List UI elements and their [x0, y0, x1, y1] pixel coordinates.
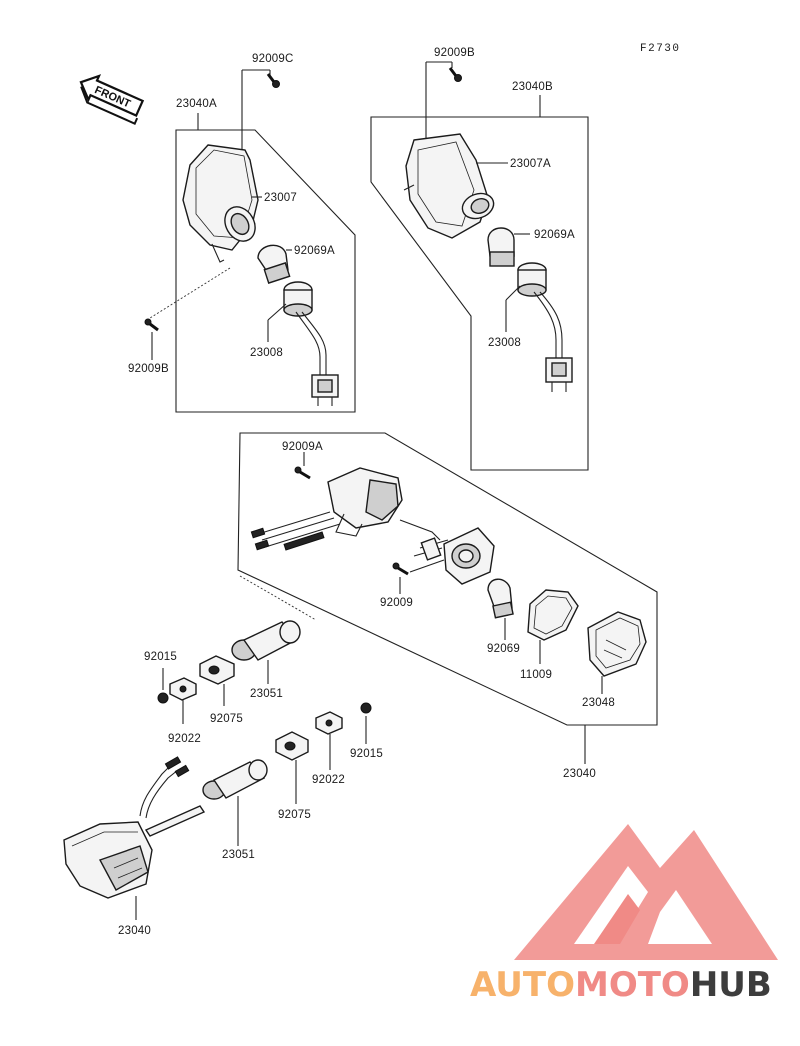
damper-23051-upper — [231, 620, 301, 661]
housing-23007A — [403, 133, 495, 239]
figure-code: F2730 — [640, 43, 681, 55]
watermark-auto: AUTO — [470, 965, 575, 1005]
washer-92022-right — [315, 711, 343, 735]
part-label-23040-group: 23040 — [563, 768, 596, 780]
bulb-92069A-right — [487, 227, 515, 267]
socket-23008-left — [283, 281, 339, 406]
part-label-92015-right: 92015 — [350, 748, 383, 760]
part-label-92069: 92069 — [487, 643, 520, 655]
screw-92009A — [294, 466, 311, 480]
watermark-moto: MOTO — [575, 965, 690, 1005]
part-label-23008-left: 23008 — [250, 347, 283, 359]
part-label-23048: 23048 — [582, 697, 615, 709]
watermark-text: AUTOMOTOHUB — [470, 965, 772, 1005]
lens-23048 — [587, 611, 647, 677]
nut-92015-left — [157, 692, 169, 704]
group-boundary-23040 — [237, 432, 658, 726]
part-label-92069A-left: 92069A — [294, 245, 335, 257]
turn-signal-assembled-23040 — [63, 756, 206, 899]
automotohub-watermark: AUTOMOTOHUB — [470, 824, 778, 1005]
part-label-23040-bottom: 23040 — [118, 925, 151, 937]
housing-23007 — [182, 144, 259, 263]
part-label-92009: 92009 — [380, 597, 413, 609]
part-label-23051-lower: 23051 — [222, 849, 255, 861]
spacer-92075-right — [275, 731, 309, 761]
part-label-92075-left: 92075 — [210, 713, 243, 725]
part-label-92022-left: 92022 — [168, 733, 201, 745]
part-label-92015-left: 92015 — [144, 651, 177, 663]
front-direction-arrow: FRONT — [79, 74, 145, 125]
part-label-92009B-left: 92009B — [128, 363, 169, 375]
nut-92015-right — [360, 702, 372, 714]
part-label-23051-upper: 23051 — [250, 688, 283, 700]
part-label-23008-right: 23008 — [488, 337, 521, 349]
screw-92009B-right — [448, 67, 462, 82]
lamp-body-23040 — [250, 467, 441, 551]
spacer-92075-left — [199, 655, 235, 685]
group-boundary-23040B — [370, 116, 589, 471]
part-label-23007A: 23007A — [510, 158, 551, 170]
part-label-23040A: 23040A — [176, 98, 217, 110]
bulb-92069 — [487, 578, 514, 619]
screw-92009C — [266, 73, 280, 88]
damper-23051-lower — [202, 759, 268, 800]
screw-92009B-left — [144, 318, 159, 332]
part-label-92009C: 92009C — [252, 53, 293, 65]
part-label-92009B-right: 92009B — [434, 47, 475, 59]
assembly-23040B: 23040B 92009B 23007A 92069A — [370, 47, 589, 471]
socket-frame-23040 — [413, 527, 495, 585]
watermark-hub: HUB — [690, 965, 772, 1005]
mounting-hardware-lower: 92015 92022 92075 23051 — [202, 702, 383, 861]
part-label-92022-right: 92022 — [312, 774, 345, 786]
mounting-hardware-upper: 23051 92075 92022 92015 — [144, 620, 301, 745]
socket-23008-right — [517, 262, 573, 392]
washer-92022-left — [169, 677, 197, 701]
part-label-92069A-right: 92069A — [534, 229, 575, 241]
assembly-23040A: 23040A 92009C 23007 92069A — [128, 53, 356, 413]
assembly-23040: 23040 92009A — [237, 432, 658, 780]
part-label-11009: 11009 — [520, 669, 552, 681]
screw-92009 — [392, 562, 409, 576]
part-label-92009A: 92009A — [282, 441, 323, 453]
part-label-23040B: 23040B — [512, 81, 553, 93]
gasket-11009 — [527, 589, 579, 641]
watermark-triangle-logo — [514, 824, 778, 960]
part-label-92075-right: 92075 — [278, 809, 311, 821]
bulb-92069A-left — [257, 244, 291, 284]
part-label-23007: 23007 — [264, 192, 297, 204]
